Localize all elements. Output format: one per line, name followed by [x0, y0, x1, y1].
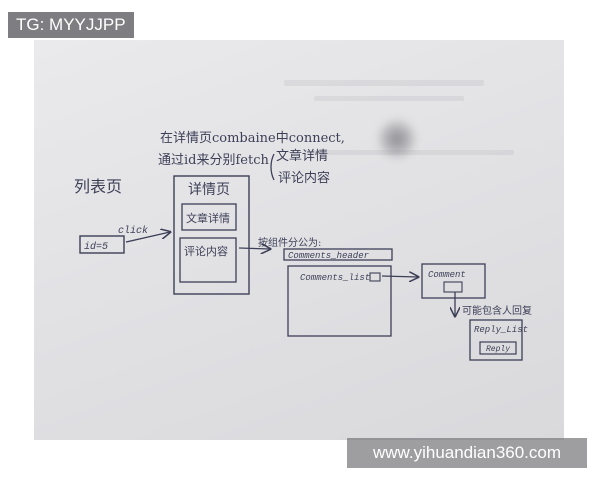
reply-list-box: [469, 319, 523, 361]
comments-list-box: [287, 265, 392, 337]
blur-smudge: [378, 118, 416, 160]
note-brace: [270, 153, 275, 181]
comment-arrow: [381, 276, 418, 277]
click-arrow: [125, 232, 170, 243]
note-top-line2: 通过id来分别fetch: [158, 153, 269, 168]
article-detail-label: 文章详情: [186, 211, 230, 225]
comment-content-box: [179, 237, 237, 283]
paper-sheet: 在详情页combaine中connect, 通过id来分别fetch 文章详情 …: [34, 40, 564, 440]
tg-badge: TG: MYYJJPP: [8, 12, 134, 38]
comments-header-label: Comments_header: [288, 251, 370, 261]
detail-page-box: [173, 175, 250, 295]
article-detail-box: [181, 203, 237, 231]
show-through-text: [284, 80, 484, 86]
site-watermark: www.yihuandian360.com: [347, 438, 587, 468]
split-arrow: [238, 248, 270, 249]
comments-list-item-box: [369, 272, 381, 282]
comment-content-label: 评论内容: [184, 244, 228, 258]
comment-box: [421, 263, 486, 299]
list-item-box: [79, 235, 125, 254]
may-include-note: 可能包含人回复: [462, 304, 532, 317]
note-top-line1: 在详情页combaine中connect,: [160, 131, 345, 146]
click-label: click: [118, 225, 148, 237]
show-through-text: [314, 96, 464, 101]
split-note: 按组件分公为:: [258, 236, 321, 249]
note-fetch-article: 文章详情: [276, 148, 328, 164]
comment-label: Comment: [428, 270, 466, 280]
reply-list-label: Reply_List: [474, 325, 528, 335]
note-fetch-comments: 评论内容: [278, 170, 330, 186]
comment-inner-box: [443, 281, 463, 293]
comments-header-box: [283, 248, 393, 261]
list-page-title: 列表页: [74, 177, 122, 196]
reply-box: [479, 341, 517, 355]
list-item-label: id=5: [84, 241, 108, 253]
comments-list-label: Comments_list: [300, 273, 370, 283]
detail-page-title: 详情页: [188, 182, 230, 198]
reply-label: Reply: [486, 345, 510, 354]
diagram-canvas: 在详情页combaine中connect, 通过id来分别fetch 文章详情 …: [74, 131, 532, 361]
